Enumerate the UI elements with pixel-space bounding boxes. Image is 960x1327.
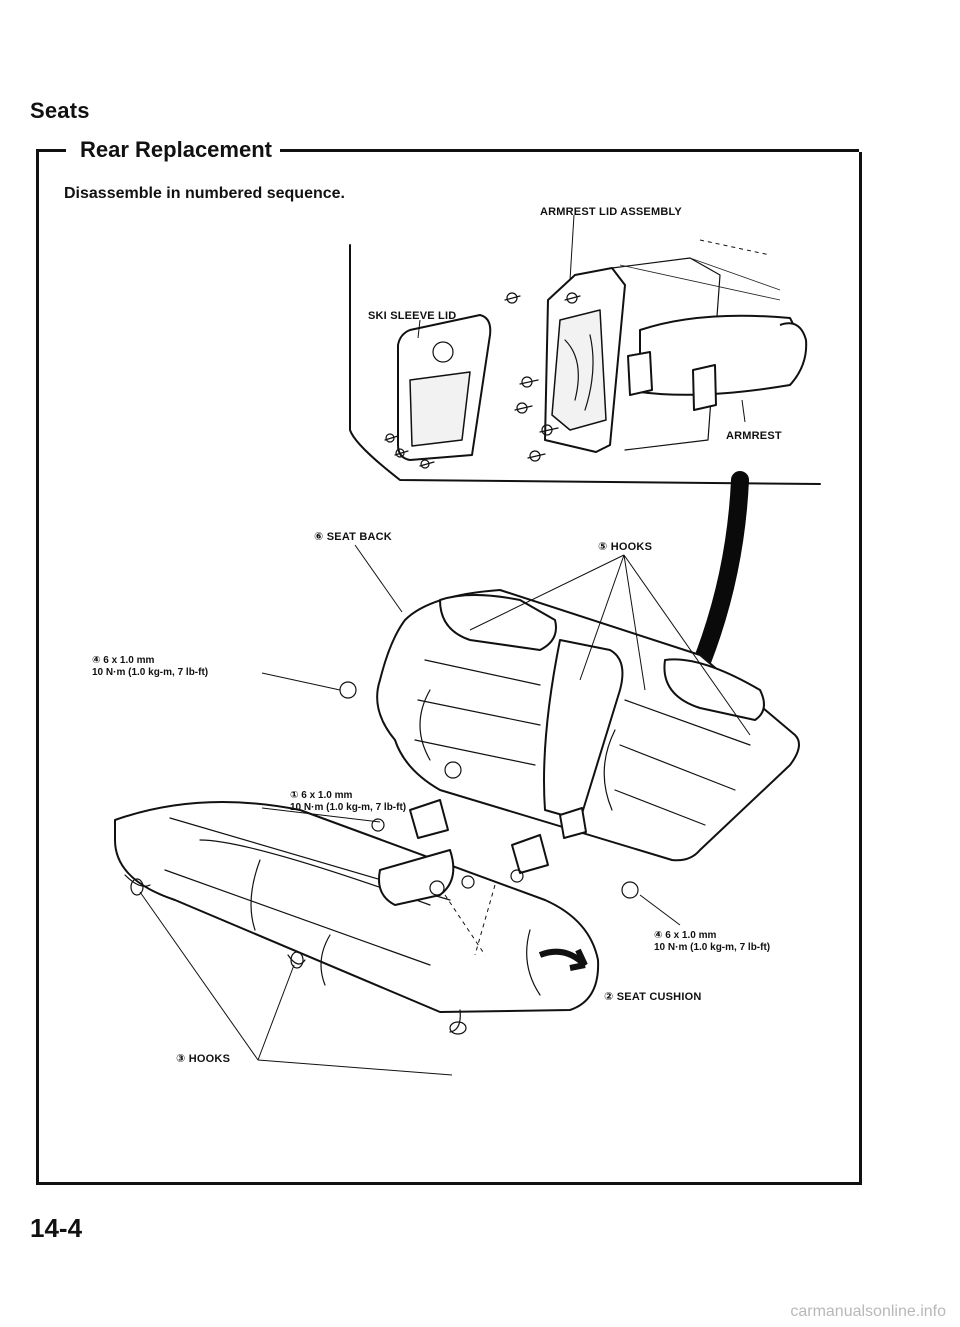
seat-cushion-drawing: [114, 801, 600, 1035]
label-seat-cushion: ② SEAT CUSHION: [604, 991, 702, 1003]
section-subtitle: Rear Replacement: [72, 137, 280, 163]
leader-armrest: [741, 399, 746, 423]
label-armrest: ARMREST: [726, 430, 782, 442]
seat-back-drawing: [376, 589, 800, 862]
bolt-4-upper-size: ④ 6 x 1.0 mm: [92, 655, 155, 666]
bolt-1-size: ① 6 x 1.0 mm: [290, 790, 353, 801]
bolt-1-torque: 10 N·m (1.0 kg-m, 7 lb-ft): [290, 802, 407, 813]
leader-bolt-4-lower: [639, 894, 681, 926]
instructions-text: Disassemble in numbered sequence.: [64, 185, 345, 202]
bolt-4-upper-torque: 10 N·m (1.0 kg-m, 7 lb-ft): [92, 667, 209, 678]
leader-hooks-3: [139, 891, 453, 1076]
leader-ski-sleeve: [417, 319, 421, 339]
inset-border: [349, 244, 821, 485]
label-bolt-4-lower: ④ 6 x 1.0 mm 10 N·m (1.0 kg-m, 7 lb-ft): [654, 930, 770, 954]
bolt-4-lower-torque: 10 N·m (1.0 kg-m, 7 lb-ft): [654, 942, 771, 953]
content-frame: [36, 152, 862, 1185]
frame-top-left-border: [36, 149, 66, 152]
bolt-4-lower-size: ④ 6 x 1.0 mm: [654, 930, 717, 941]
page-title: Seats: [30, 98, 90, 123]
ski-sleeve-lid-drawing: [384, 314, 492, 469]
leader-bolt-4-upper: [261, 672, 341, 691]
label-seat-back: ⑥ SEAT BACK: [314, 531, 392, 543]
leader-armrest-lid: [569, 214, 575, 281]
hinge-brackets-drawing: [339, 681, 639, 956]
label-ski-sleeve-lid: SKI SLEEVE LID: [368, 310, 457, 322]
page-number: 14-4: [30, 1213, 83, 1243]
label-hooks-3: ③ HOOKS: [176, 1053, 231, 1065]
watermark: carmanualsonline.info: [790, 1303, 946, 1320]
leader-bolt-1: [261, 807, 381, 823]
frame-top-right-border: [258, 149, 859, 152]
leader-hooks-5: [469, 554, 751, 736]
armrest-lid-assembly-drawing: [504, 239, 808, 462]
label-hooks-5: ⑤ HOOKS: [598, 541, 653, 553]
label-armrest-lid-assembly: ARMREST LID ASSEMBLY: [540, 206, 682, 218]
leader-seat-back: [354, 544, 403, 613]
label-bolt-4-upper: ④ 6 x 1.0 mm 10 N·m (1.0 kg-m, 7 lb-ft): [92, 655, 208, 679]
label-bolt-1: ① 6 x 1.0 mm 10 N·m (1.0 kg-m, 7 lb-ft): [290, 790, 406, 814]
